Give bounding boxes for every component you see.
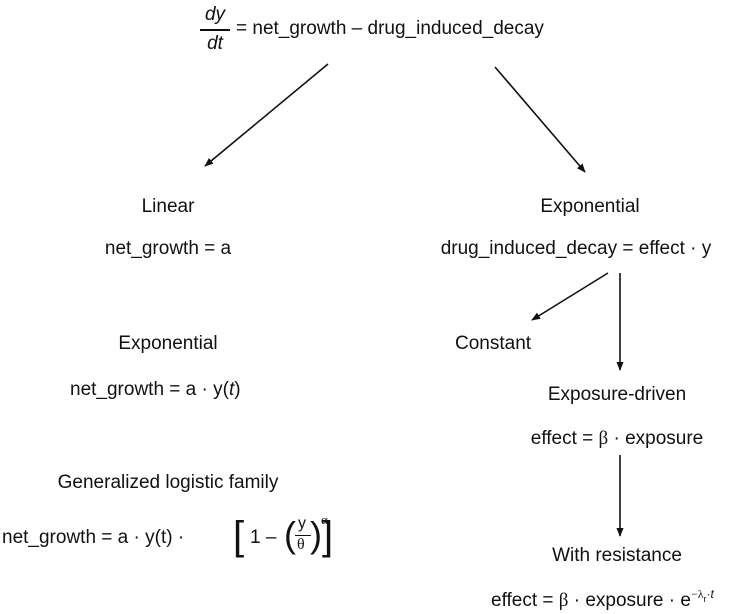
left-exponential-eq-prefix: net_growth = a · y( <box>70 379 229 400</box>
exposure-eq-prefix: effect = <box>530 428 599 449</box>
linear-title: Linear <box>141 196 195 217</box>
exposure-eq-suffix: · exposure <box>608 428 704 449</box>
left-exponential-title: Exponential <box>118 333 218 354</box>
right-exponential-title: Exponential <box>540 196 640 217</box>
logistic-y-over: y <box>298 515 306 532</box>
fraction-bar <box>200 29 230 31</box>
logistic-open-paren: ( <box>284 514 296 555</box>
left-exponential-eq-suffix: ) <box>234 379 241 400</box>
top-equation-rhs: = net_growth – drug_induced_decay <box>236 18 544 39</box>
left-exponential-equation: net_growth = a · y(t) <box>70 379 241 401</box>
linear-equation: net_growth = a <box>104 238 232 259</box>
resistance-eq-beta: β <box>558 590 569 611</box>
logistic-open-bracket: [ <box>233 514 245 558</box>
resistance-exp-t: t <box>710 587 714 601</box>
logistic-theta: θ <box>297 536 305 553</box>
logistic-eq-prefix: net_growth = a · y(t) · <box>2 527 185 548</box>
resistance-exp-lambda: −λ <box>690 587 704 601</box>
exposure-eq-beta: β <box>598 428 609 449</box>
exposure-driven-equation: effect = β · exposure <box>531 428 704 450</box>
resistance-eq-prefix: effect = <box>491 590 559 611</box>
logistic-close-bracket: ] <box>322 514 334 558</box>
arrow-to-left-branch <box>204 63 329 167</box>
resistance-title: With resistance <box>552 545 682 566</box>
left-exponential-eq-t: t <box>228 379 235 400</box>
derivative-numerator: dy <box>204 4 226 25</box>
logistic-alpha: α <box>321 512 328 527</box>
constant-title: Constant <box>455 333 532 354</box>
resistance-eq-mid: · exposure · e <box>568 590 691 611</box>
logistic-one-minus: 1 – <box>250 527 277 548</box>
logistic-title: Generalized logistic family <box>57 472 279 493</box>
resistance-exp-sub: r <box>703 594 707 604</box>
resistance-exponent: −λr·t <box>690 587 714 604</box>
derivative-fraction: dy dt <box>200 4 230 55</box>
resistance-exp-dot: · <box>706 587 711 601</box>
logistic-close-paren: ) <box>310 514 322 555</box>
derivative-denominator: dt <box>207 32 223 54</box>
resistance-equation: effect = β · exposure · e−λr·t <box>491 587 714 614</box>
exposure-driven-title: Exposure-driven <box>547 384 687 405</box>
arrow-to-constant <box>531 272 609 321</box>
right-exponential-equation: drug_induced_decay = effect · y <box>440 238 712 259</box>
arrow-to-right-branch <box>494 66 586 173</box>
logistic-mini-bar <box>295 535 311 537</box>
